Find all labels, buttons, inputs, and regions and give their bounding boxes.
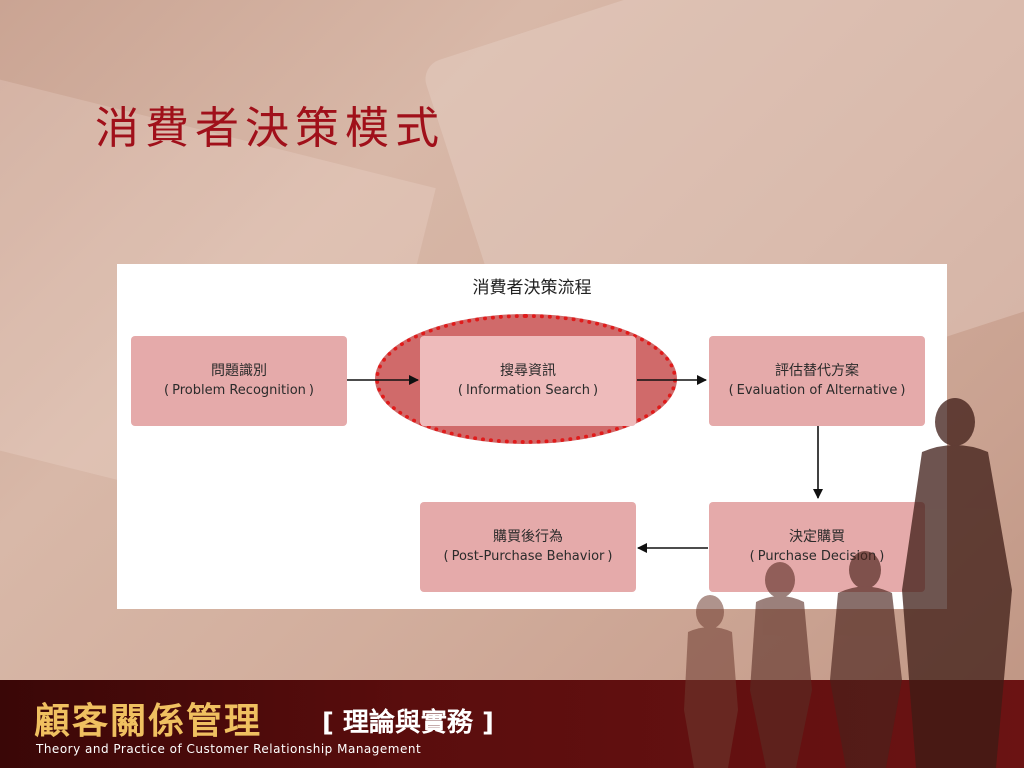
footer-brand-title: 顧客關係管理 <box>34 701 263 742</box>
step-label-zh: 搜尋資訊 <box>500 363 556 379</box>
step-label-zh: 評估替代方案 <box>775 363 859 379</box>
step-evaluation-of-alternative: 評估替代方案 (Evaluation of Alternative) <box>709 336 925 426</box>
step-label-zh: 決定購買 <box>789 529 845 545</box>
step-label-en: Post-Purchase Behavior <box>451 549 605 564</box>
footer-english-title: Theory and Practice of Customer Relation… <box>36 742 422 756</box>
step-label-zh: 購買後行為 <box>493 529 563 545</box>
step-label-en: Evaluation of Alternative <box>736 383 898 398</box>
step-label-zh: 問題識別 <box>211 363 267 379</box>
step-purchase-decision: 決定購買 (Purchase Decision) <box>709 502 925 592</box>
step-information-search: 搜尋資訊 (Information Search) <box>420 336 636 426</box>
slide-title: 消費者決策模式 <box>95 103 445 154</box>
diagram-panel: 消費者決策流程 問題識別 (Problem Recognition) 搜尋資訊 … <box>117 264 947 609</box>
step-post-purchase-behavior: 購買後行為 (Post-Purchase Behavior) <box>420 502 636 592</box>
people-silhouette-image <box>684 398 1012 768</box>
flow-arrows <box>347 375 823 553</box>
step-label-en: Purchase Decision <box>757 549 877 564</box>
diagram-title: 消費者決策流程 <box>472 278 592 298</box>
footer-subtitle: [ 理論與實務 ] <box>322 708 494 738</box>
step-problem-recognition: 問題識別 (Problem Recognition) <box>131 336 347 426</box>
step-label-en: Problem Recognition <box>172 383 306 398</box>
step-label-en: Information Search <box>465 383 591 398</box>
